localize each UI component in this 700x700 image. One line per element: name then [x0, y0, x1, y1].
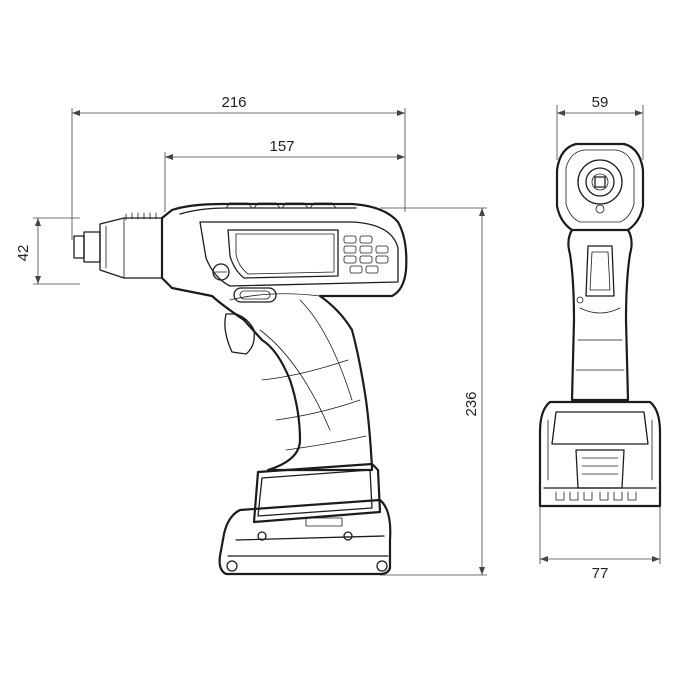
display-panel [199, 221, 399, 287]
dimension-236: 236 [380, 207, 487, 576]
dim-42-label: 42 [15, 245, 32, 262]
dimension-42: 42 [15, 217, 80, 285]
dim-236-label: 236 [463, 391, 480, 416]
front-view-drill [538, 142, 662, 508]
housing-outline [160, 202, 408, 472]
dim-216-label: 216 [221, 94, 246, 111]
dim-157-label: 157 [269, 138, 294, 155]
dimension-59: 59 [556, 94, 644, 160]
dim-77-label: 77 [592, 565, 609, 582]
dimension-157: 157 [164, 138, 405, 212]
chuck [73, 212, 163, 279]
front-head-outline [555, 142, 645, 232]
trigger [224, 313, 255, 355]
keypad [343, 235, 389, 274]
dimension-77: 77 [539, 505, 661, 582]
side-view-drill [73, 202, 408, 576]
battery-pack [218, 462, 392, 576]
dim-59-label: 59 [592, 94, 609, 111]
